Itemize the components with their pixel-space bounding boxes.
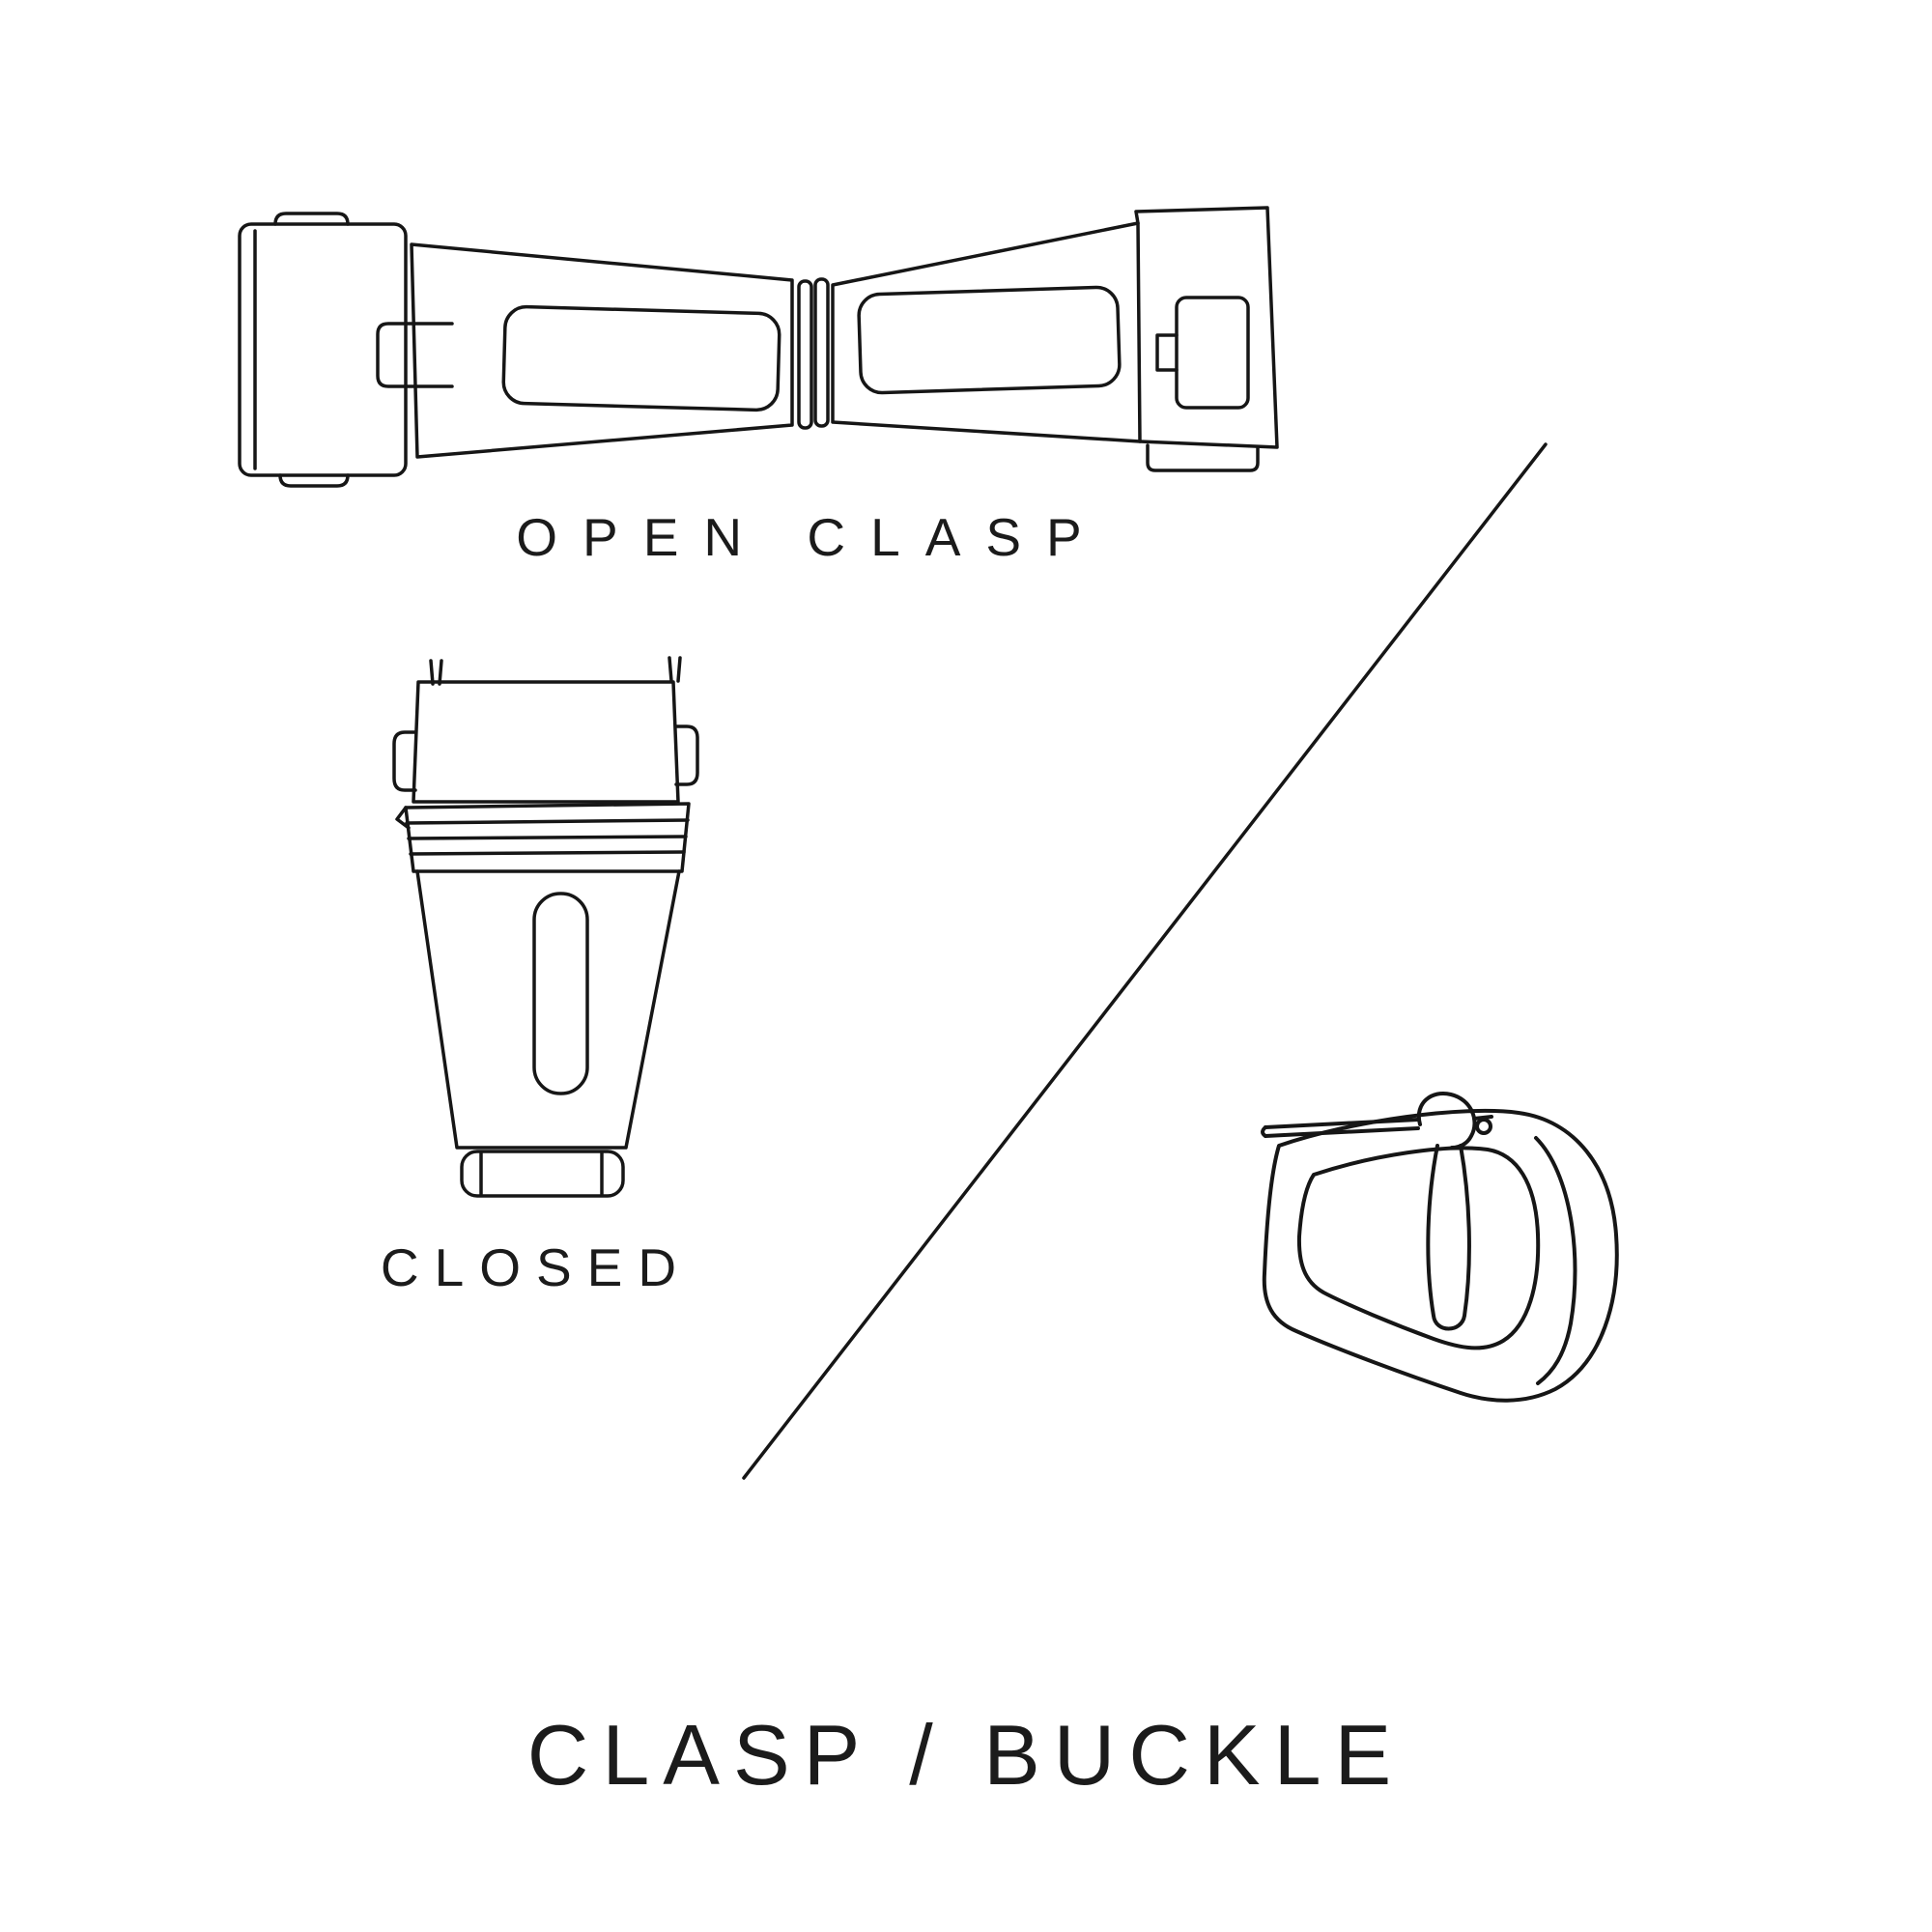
open-clasp-illustration <box>238 206 1279 488</box>
closed-clasp-label: CLOSED <box>380 1237 693 1297</box>
buckle-illustration <box>1261 1092 1619 1403</box>
open-clasp-label: OPEN CLASP <box>516 507 1107 567</box>
page-title: CLASP / BUCKLE <box>526 1707 1406 1803</box>
closed-clasp-illustration <box>392 656 699 1198</box>
diagonal-divider-line <box>742 442 1548 1480</box>
